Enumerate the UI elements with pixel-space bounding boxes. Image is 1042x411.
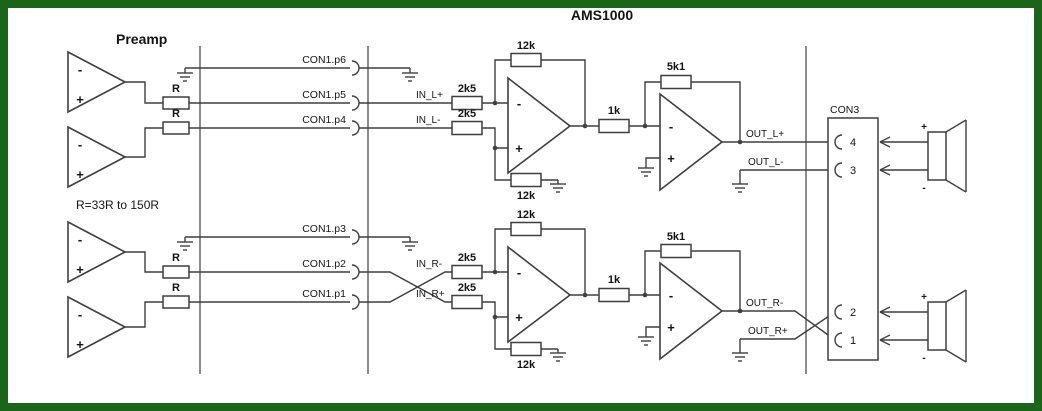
- con3-pin4-label: 4: [850, 137, 856, 149]
- speaker-right-channel: + -: [879, 289, 967, 364]
- net-in-l-plus: IN_L+: [416, 90, 443, 101]
- con3-pin1-label: 1: [850, 335, 856, 347]
- left-diff-amp: 2k5 2k5 - + 12k 12k 1k: [451, 40, 660, 202]
- opamp-minus-label: -: [78, 307, 82, 322]
- left-channel-input-labels: IN_L+ IN_L-: [416, 90, 443, 126]
- ground-icon: [732, 170, 748, 193]
- ground-icon: [402, 68, 418, 82]
- opamp-minus-label: -: [78, 232, 82, 247]
- resistor-r-label: R: [172, 252, 180, 264]
- resistor-5k1-label: 5k1: [667, 61, 685, 73]
- resistor-2k5-label: 2k5: [458, 83, 476, 95]
- resistor-r-label: R: [172, 108, 180, 120]
- con1-row-p3: CON1.p3: [177, 223, 418, 251]
- right-diff-amp: 2k5 2k5 - + 12k 12k 1k: [451, 209, 660, 371]
- net-out-l-plus: OUT_L+: [746, 129, 784, 140]
- opamp-plus-label: +: [76, 337, 84, 352]
- con1-row-p2: CON1.p2: [189, 258, 452, 303]
- net-out-l-minus: OUT_L-: [748, 157, 784, 168]
- net-in-r-minus: IN_R-: [416, 259, 442, 270]
- preamp-label: Preamp: [116, 31, 167, 47]
- preamp-opamp-1: - +: [67, 50, 163, 114]
- resistor-12k-label: 12k: [517, 190, 536, 202]
- preamp-series-resistors: R R R R: [162, 83, 190, 309]
- con3-pin2-label: 2: [850, 307, 856, 319]
- opamp-minus-label: -: [669, 119, 673, 134]
- resistor-1k-label: 1k: [608, 105, 621, 117]
- opamp-plus-label: +: [667, 151, 675, 166]
- ground-icon: [550, 180, 566, 193]
- resistor-5k1-label: 5k1: [667, 231, 685, 243]
- resistor-2k5-label: 2k5: [458, 108, 476, 120]
- opamp-plus-label: +: [76, 262, 84, 277]
- con1-row-p4: CON1.p4: [189, 114, 452, 136]
- resistor-12k-label: 12k: [517, 209, 536, 221]
- speaker-plus-label: +: [921, 122, 927, 133]
- ground-icon: [550, 349, 566, 362]
- speaker-minus-label: -: [922, 183, 925, 194]
- net-out-r-plus: OUT_R+: [748, 326, 788, 337]
- ground-icon: [177, 237, 193, 251]
- con1-row-p5: CON1.p5: [189, 89, 452, 111]
- opamp-plus-label: +: [515, 141, 523, 156]
- left-output-amp: - + 5k1 OUT_L+ OUT_L-: [638, 61, 835, 193]
- net-in-l-minus: IN_L-: [416, 115, 440, 126]
- speaker-left-channel: + -: [879, 119, 967, 194]
- preamp-opamp-3: - +: [67, 220, 163, 284]
- resistor-note: R=33R to 150R: [76, 198, 159, 212]
- ground-icon: [638, 167, 654, 177]
- opamp-plus-label: +: [76, 167, 84, 182]
- cable-boundary-lines: [199, 46, 807, 374]
- con3-pin3-label: 3: [850, 165, 856, 177]
- con1-p4-label: CON1.p4: [302, 114, 346, 126]
- right-channel-input-labels: IN_R- IN_R+: [416, 259, 445, 300]
- opamp-plus-label: +: [515, 310, 523, 325]
- ground-icon: [638, 336, 654, 346]
- resistor-12k-label: 12k: [517, 359, 536, 371]
- resistor-2k5-label: 2k5: [458, 282, 476, 294]
- opamp-minus-label: -: [669, 288, 673, 303]
- opamp-plus-label: +: [667, 320, 675, 335]
- right-output-amp: - + 5k1 OUT_R- OUT_R+: [638, 231, 836, 362]
- con1-row-p1: CON1.p1: [189, 271, 452, 310]
- ground-icon: [732, 339, 748, 362]
- preamp-opamp-4: - +: [67, 295, 163, 359]
- con1-p5-label: CON1.p5: [302, 89, 346, 101]
- net-in-r-plus: IN_R+: [416, 289, 445, 300]
- schematic-title: AMS1000: [571, 7, 633, 23]
- ground-icon: [177, 68, 193, 82]
- con1-p1-label: CON1.p1: [302, 288, 346, 300]
- net-out-r-minus: OUT_R-: [746, 298, 783, 309]
- resistor-r-label: R: [172, 282, 180, 294]
- con3-label: CON3: [830, 104, 859, 116]
- con1-p3-label: CON1.p3: [302, 223, 346, 235]
- opamp-minus-label: -: [517, 265, 521, 280]
- con1-p2-label: CON1.p2: [302, 258, 346, 270]
- speaker-plus-label: +: [921, 292, 927, 303]
- resistor-12k-label: 12k: [517, 40, 536, 52]
- resistor-r-label: R: [172, 83, 180, 95]
- resistor-2k5-label: 2k5: [458, 252, 476, 264]
- speaker-minus-label: -: [922, 353, 925, 364]
- resistor-1k-label: 1k: [608, 274, 621, 286]
- opamp-plus-label: +: [76, 92, 84, 107]
- con1-p6-label: CON1.p6: [302, 54, 346, 66]
- opamp-minus-label: -: [78, 137, 82, 152]
- junction-dots: [492, 100, 743, 320]
- con1-row-p6: CON1.p6: [177, 54, 418, 82]
- con3-connector: CON3 4 3 2 1: [827, 104, 879, 361]
- ground-icon: [402, 237, 418, 251]
- opamp-minus-label: -: [517, 96, 521, 111]
- preamp-opamp-2: - +: [67, 125, 163, 189]
- opamp-minus-label: -: [78, 62, 82, 77]
